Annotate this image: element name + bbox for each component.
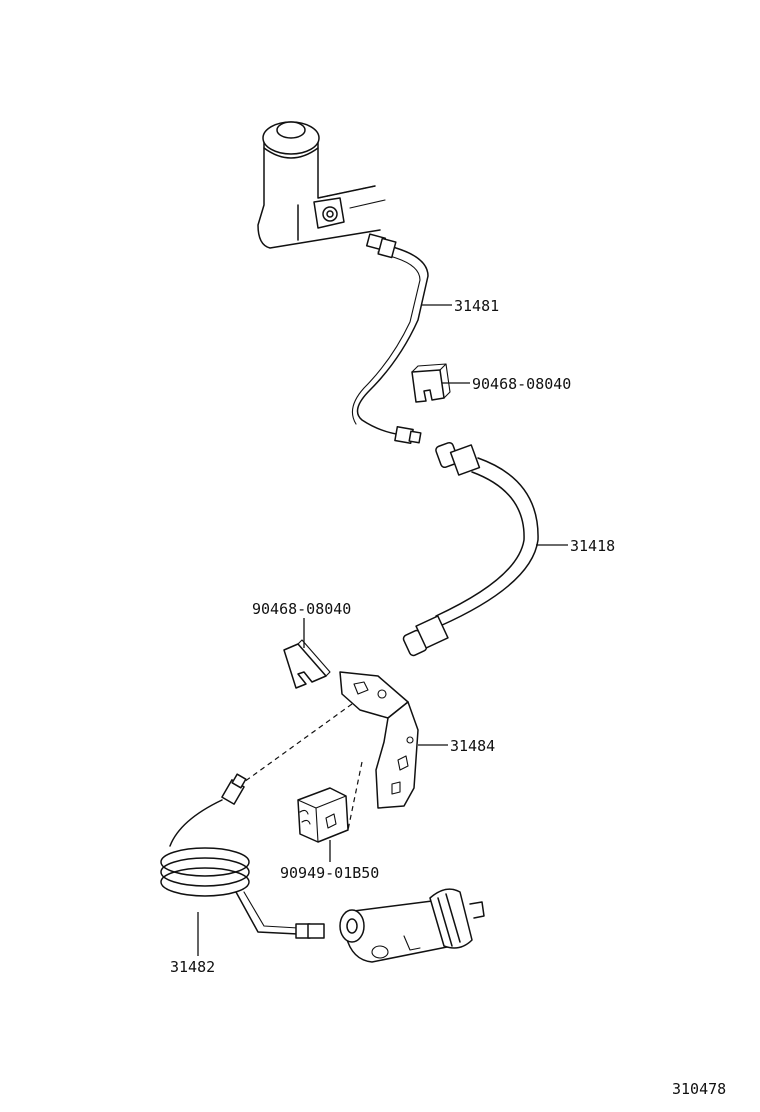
label-90468-mid: 90468-08040 [252, 600, 351, 618]
flexible-hose-31418 [402, 441, 539, 657]
label-31481: 31481 [454, 297, 499, 315]
label-90468-top: 90468-08040 [472, 375, 571, 393]
label-90949: 90949-01B50 [280, 864, 379, 882]
alignment-dash-line-2 [347, 761, 363, 831]
clutch-master-cylinder [257, 121, 386, 249]
label-31484: 31484 [450, 737, 495, 755]
clutch-line-31481 [351, 233, 429, 445]
clip-90468-mid [283, 639, 331, 689]
bracket-90949 [297, 787, 349, 843]
label-31418: 31418 [570, 537, 615, 555]
clip-90468-top [411, 363, 451, 403]
release-cylinder [339, 888, 485, 963]
bracket-31484 [339, 671, 419, 809]
drawing-number: 310478 [672, 1080, 726, 1098]
leader-lines [197, 304, 568, 956]
clutch-line-31482 [160, 773, 325, 939]
label-31482: 31482 [170, 958, 215, 976]
alignment-dash-line [243, 703, 353, 783]
